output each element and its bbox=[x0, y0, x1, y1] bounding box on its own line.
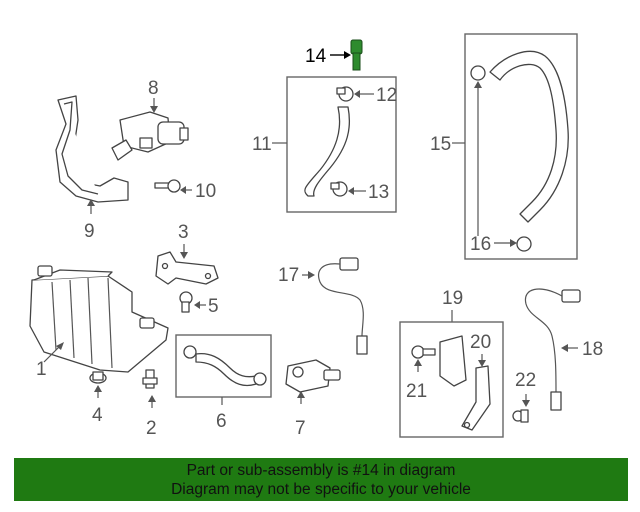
callout-15: 15 bbox=[430, 134, 451, 155]
box-11-hose-assembly: 12 13 11 bbox=[252, 76, 397, 213]
callout-11: 11 bbox=[252, 134, 272, 155]
part-14-bolt[interactable]: 14 bbox=[305, 39, 363, 71]
part-8-purge-valve[interactable]: 8 bbox=[111, 78, 189, 161]
callout-9: 9 bbox=[84, 221, 95, 242]
part-7-pump[interactable]: 7 bbox=[285, 359, 341, 439]
part-13-clamp[interactable]: 13 bbox=[330, 181, 389, 203]
part-9-bracket[interactable]: 9 bbox=[55, 95, 129, 242]
part-16-clamp[interactable]: 16 bbox=[470, 65, 532, 255]
part-4-grommet[interactable]: 4 bbox=[89, 371, 107, 426]
callout-5: 5 bbox=[208, 296, 219, 317]
part-3-bracket[interactable]: 3 bbox=[155, 222, 219, 285]
part-18-sensor[interactable]: 18 bbox=[524, 288, 603, 411]
box-15-hose-assembly: 16 15 bbox=[430, 33, 578, 260]
parts-diagram: 14 12 13 11 bbox=[29, 33, 603, 439]
callout-22: 22 bbox=[515, 370, 536, 391]
callout-20: 20 bbox=[470, 332, 491, 353]
part-17-sensor[interactable]: 17 bbox=[278, 257, 368, 355]
callout-10: 10 bbox=[195, 181, 216, 202]
callout-1: 1 bbox=[36, 359, 47, 380]
callout-16: 16 bbox=[470, 234, 491, 255]
callout-13: 13 bbox=[368, 182, 389, 203]
callout-3: 3 bbox=[178, 222, 189, 243]
part-12-clamp[interactable]: 12 bbox=[336, 85, 397, 106]
banner-line-1: Part or sub-assembly is #14 in diagram bbox=[186, 462, 456, 479]
callout-18: 18 bbox=[582, 339, 603, 360]
part-1-canister[interactable]: 1 bbox=[29, 265, 169, 380]
part-5-bolt[interactable]: 5 bbox=[179, 291, 219, 317]
part-22-bolt[interactable]: 22 bbox=[512, 370, 536, 423]
callout-7: 7 bbox=[295, 418, 306, 439]
part-20-bracket[interactable]: 20 bbox=[461, 332, 491, 431]
callout-19: 19 bbox=[442, 288, 463, 309]
callout-14: 14 bbox=[305, 46, 327, 67]
callout-4: 4 bbox=[92, 405, 103, 426]
box-6-hose-assembly: 6 bbox=[175, 334, 272, 432]
info-banner: Part or sub-assembly is #14 in diagram D… bbox=[14, 458, 628, 501]
part-10-bolt[interactable]: 10 bbox=[154, 179, 216, 202]
callout-17: 17 bbox=[278, 265, 299, 286]
banner-line-2: Diagram may not be specific to your vehi… bbox=[171, 481, 471, 498]
callout-2: 2 bbox=[146, 418, 157, 439]
callout-6: 6 bbox=[216, 411, 227, 432]
callout-21: 21 bbox=[406, 381, 427, 402]
part-21-bolt[interactable]: 21 bbox=[406, 345, 436, 402]
box-19-bracket-assembly: 19 21 20 bbox=[399, 288, 504, 438]
part-2-bolt[interactable]: 2 bbox=[142, 369, 158, 439]
callout-12: 12 bbox=[376, 85, 397, 106]
callout-8: 8 bbox=[148, 78, 159, 99]
